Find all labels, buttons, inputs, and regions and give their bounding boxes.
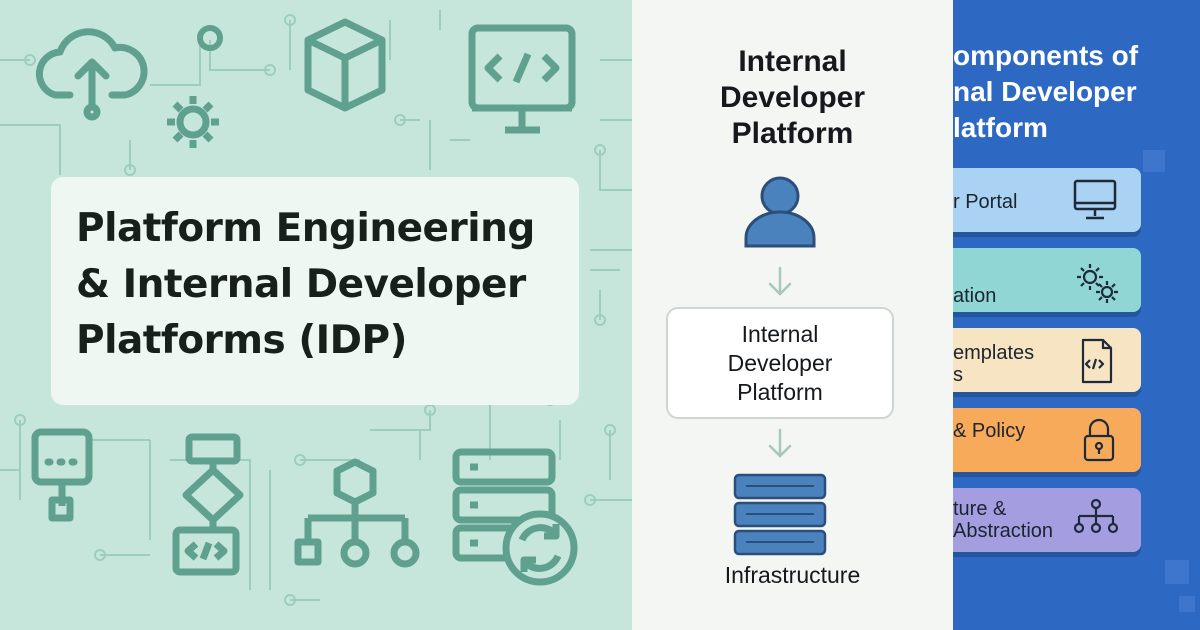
- layer-label-line: emplates: [953, 342, 1035, 364]
- hierarchy-icon: [1073, 498, 1119, 534]
- right-title-line-2: nal Developer: [953, 76, 1137, 107]
- layer-label: emplates s: [953, 342, 1034, 386]
- cube-icon: [304, 18, 386, 112]
- middle-title: Internal Developer Platform: [632, 44, 953, 152]
- layer-infrastructure-abstraction: [953, 488, 1141, 552]
- middle-panel: Internal Developer Platform Internal Dev…: [632, 0, 953, 630]
- arrow-down-icon: [768, 266, 792, 296]
- gears-icon: [1077, 264, 1118, 303]
- title-card: [51, 177, 579, 405]
- middle-title-line-3: Platform: [731, 117, 854, 150]
- platform-box-line-1: Internal: [741, 321, 819, 347]
- platform-box-label: Internal Developer Platform: [666, 320, 894, 407]
- middle-diagram: [733, 176, 827, 556]
- right-title-line-3: latform: [953, 112, 1048, 143]
- user-icon: [744, 176, 816, 248]
- arrow-down-icon: [768, 428, 792, 458]
- layer-label: ture & Abstraction: [953, 498, 1053, 542]
- title-line-3: Platforms (IDP): [76, 318, 407, 363]
- layer-label-line: ation: [953, 285, 997, 307]
- layer-label-line: r Portal: [953, 191, 1018, 213]
- infrastructure-label: Infrastructure: [724, 562, 861, 588]
- cloud-upload-icon: [35, 28, 148, 121]
- right-panel: omponents of nal Developer latform r Por…: [953, 0, 1200, 630]
- right-title-line-1: omponents of: [953, 40, 1139, 71]
- server-sync-icon: [452, 448, 578, 586]
- server-stack-icon: [733, 473, 827, 556]
- code-monitor-icon: [468, 24, 576, 134]
- layer-label-line: ture &: [953, 498, 1007, 520]
- circuit-background: [0, 10, 632, 606]
- hierarchy-cube-icon: [294, 458, 420, 568]
- right-title: omponents of nal Developer latform: [953, 38, 1138, 146]
- layer-label: & Policy: [953, 420, 1025, 442]
- lock-icon: [1083, 418, 1115, 462]
- decor-square: [1179, 596, 1195, 612]
- layer-label-line: Abstraction: [953, 520, 1054, 542]
- left-panel: Platform Engineering & Internal Develope…: [0, 0, 632, 630]
- layer-label: r Portal: [953, 191, 1017, 213]
- layer-security-policy: [953, 408, 1141, 472]
- layer-label-line: & Policy: [953, 420, 1026, 442]
- layer-label: ation: [953, 285, 996, 307]
- middle-title-line-2: Developer: [719, 81, 866, 114]
- monitor-icon: [1073, 179, 1117, 220]
- code-file-icon: [1081, 338, 1113, 384]
- middle-title-line-1: Internal: [738, 45, 847, 78]
- platform-box-line-3: Platform: [737, 379, 823, 405]
- title-line-1: Platform Engineering: [76, 206, 535, 251]
- layer-developer-portal: [953, 168, 1141, 232]
- decor-square: [1165, 560, 1189, 584]
- flowchart-icon: [172, 433, 244, 576]
- decor-square: [1143, 150, 1165, 172]
- layer-automation: [953, 248, 1141, 312]
- layer-label-line: s: [953, 364, 963, 386]
- flow-node-icon: [31, 428, 93, 522]
- node-circle-icon: [197, 25, 223, 51]
- gear-icon: [167, 96, 219, 148]
- platform-box-line-2: Developer: [727, 350, 833, 376]
- platform-box: [666, 307, 894, 419]
- title-line-2: & Internal Developer: [76, 262, 526, 307]
